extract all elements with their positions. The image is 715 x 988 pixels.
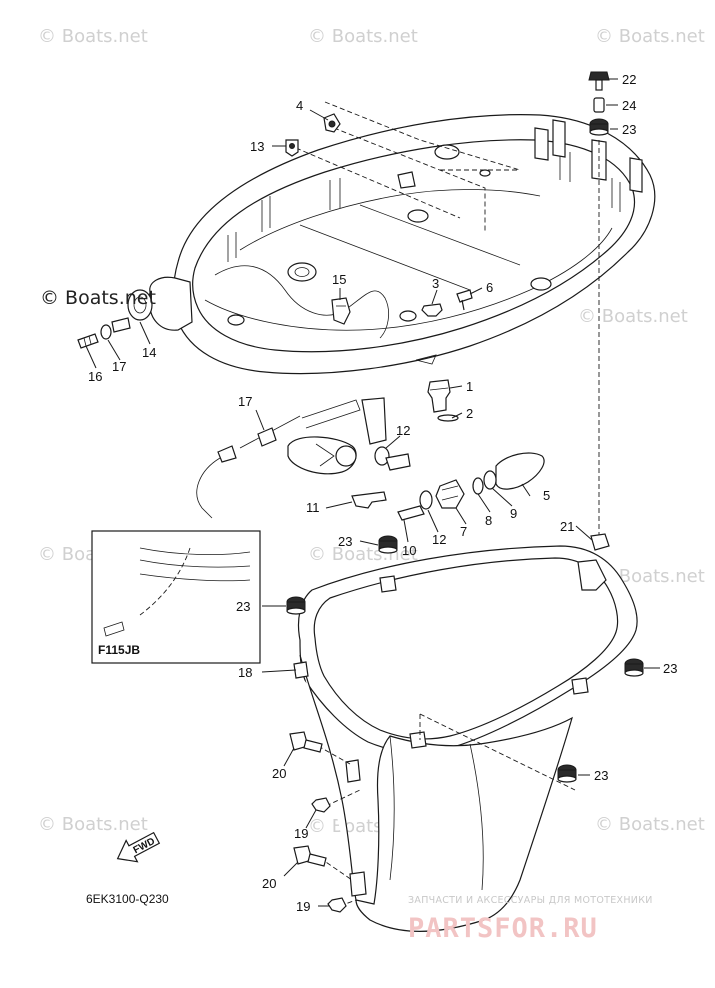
part-17-cable-clip[interactable] <box>196 415 301 519</box>
part-2-oring[interactable] <box>437 414 459 422</box>
part-21-nut[interactable] <box>590 533 610 551</box>
callout-3[interactable]: 3 <box>432 276 439 291</box>
callout-24[interactable]: 24 <box>622 98 636 113</box>
inset-box-f115jb: F115JB <box>91 530 261 664</box>
callout-23[interactable]: 23 <box>663 661 677 676</box>
part-22-bolt[interactable] <box>588 71 610 91</box>
part-8-washer[interactable] <box>472 477 484 495</box>
callout-6[interactable]: 6 <box>486 280 493 295</box>
part-18-lower-apron[interactable] <box>293 545 638 932</box>
callout-leaders <box>85 78 660 907</box>
part-11-clip[interactable] <box>351 491 387 509</box>
callout-19[interactable]: 19 <box>294 826 308 841</box>
callout-17[interactable]: 17 <box>238 394 252 409</box>
part-23-grommet[interactable] <box>557 764 577 783</box>
callout-21[interactable]: 21 <box>560 519 574 534</box>
fwd-label: FWD <box>132 836 157 856</box>
callout-1[interactable]: 1 <box>466 379 473 394</box>
callout-20[interactable]: 20 <box>272 766 286 781</box>
callout-22[interactable]: 22 <box>622 72 636 87</box>
figure-code: 6EK3100-Q230 <box>86 892 169 906</box>
part-20-bolt[interactable] <box>293 845 327 867</box>
callout-2[interactable]: 2 <box>466 406 473 421</box>
callout-14[interactable]: 14 <box>142 345 156 360</box>
callout-8[interactable]: 8 <box>485 513 492 528</box>
part-20-bolt[interactable] <box>289 731 323 753</box>
watermark-dark: © Boats.net <box>40 287 156 309</box>
callout-13[interactable]: 13 <box>250 139 264 154</box>
reference-dashed-lines <box>295 101 600 540</box>
callout-12[interactable]: 12 <box>432 532 446 547</box>
part-23-grommet[interactable] <box>286 596 306 615</box>
watermark: © Boats.net <box>38 814 148 835</box>
part-6-screw[interactable] <box>456 289 473 311</box>
part-23-grommet[interactable] <box>589 118 609 136</box>
callout-11[interactable]: 11 <box>306 500 320 515</box>
part-14-nipple[interactable] <box>111 317 131 333</box>
bracket-illustration <box>287 397 387 475</box>
part-19-nut[interactable] <box>311 797 331 813</box>
part-23-grommet[interactable] <box>624 658 644 677</box>
part-12-grommet-upper[interactable] <box>374 446 411 471</box>
watermark: © Boats.net <box>38 26 148 47</box>
part-7-nut[interactable] <box>435 479 465 509</box>
part-15-clamp[interactable] <box>331 297 351 325</box>
callout-12[interactable]: 12 <box>396 423 410 438</box>
callout-7[interactable]: 7 <box>460 524 467 539</box>
part-3-grommet[interactable] <box>421 303 443 317</box>
callout-15[interactable]: 15 <box>332 272 346 287</box>
part-10-hose[interactable] <box>397 505 425 521</box>
shop-tagline: ЗАПЧАСТИ И АКСЕССУАРЫ ДЛЯ МОТОТЕХНИКИ <box>408 895 653 906</box>
part-9-seal[interactable] <box>483 470 497 490</box>
inset-label: F115JB <box>98 643 140 657</box>
callout-19[interactable]: 19 <box>296 899 310 914</box>
callout-9[interactable]: 9 <box>510 506 517 521</box>
callout-17[interactable]: 17 <box>112 359 126 374</box>
part-13-screw[interactable] <box>285 139 299 157</box>
part-24-collar[interactable] <box>593 97 605 113</box>
part-12-grommet[interactable] <box>419 490 433 510</box>
callout-23[interactable]: 23 <box>236 599 250 614</box>
watermark: © Boats.net <box>578 306 688 327</box>
part-19-nut[interactable] <box>327 897 347 913</box>
part-5-cover[interactable] <box>495 452 545 490</box>
part-17-clip[interactable] <box>100 324 112 340</box>
callout-labels: 22 24 23 4 13 15 3 6 1 2 5 9 8 7 12 10 1… <box>88 72 677 914</box>
callout-23[interactable]: 23 <box>594 768 608 783</box>
part-16-hose-fitting[interactable] <box>77 333 99 349</box>
callout-20[interactable]: 20 <box>262 876 276 891</box>
callout-4[interactable]: 4 <box>296 98 303 113</box>
part-23-grommet[interactable] <box>378 535 398 554</box>
callout-10[interactable]: 10 <box>402 543 416 558</box>
callout-23[interactable]: 23 <box>622 122 636 137</box>
watermark: © Boats.net <box>595 26 705 47</box>
watermark: © Boats.net <box>595 814 705 835</box>
part-1-plug[interactable] <box>427 379 451 413</box>
bottom-cowling-illustration <box>127 114 656 375</box>
shop-logo: PARTSFOR.RU <box>408 913 598 944</box>
part-4-clip[interactable] <box>323 113 341 133</box>
callout-18[interactable]: 18 <box>238 665 252 680</box>
callout-5[interactable]: 5 <box>543 488 550 503</box>
callout-23[interactable]: 23 <box>338 534 352 549</box>
callout-16[interactable]: 16 <box>88 369 102 384</box>
watermark: © Boats.net <box>308 26 418 47</box>
